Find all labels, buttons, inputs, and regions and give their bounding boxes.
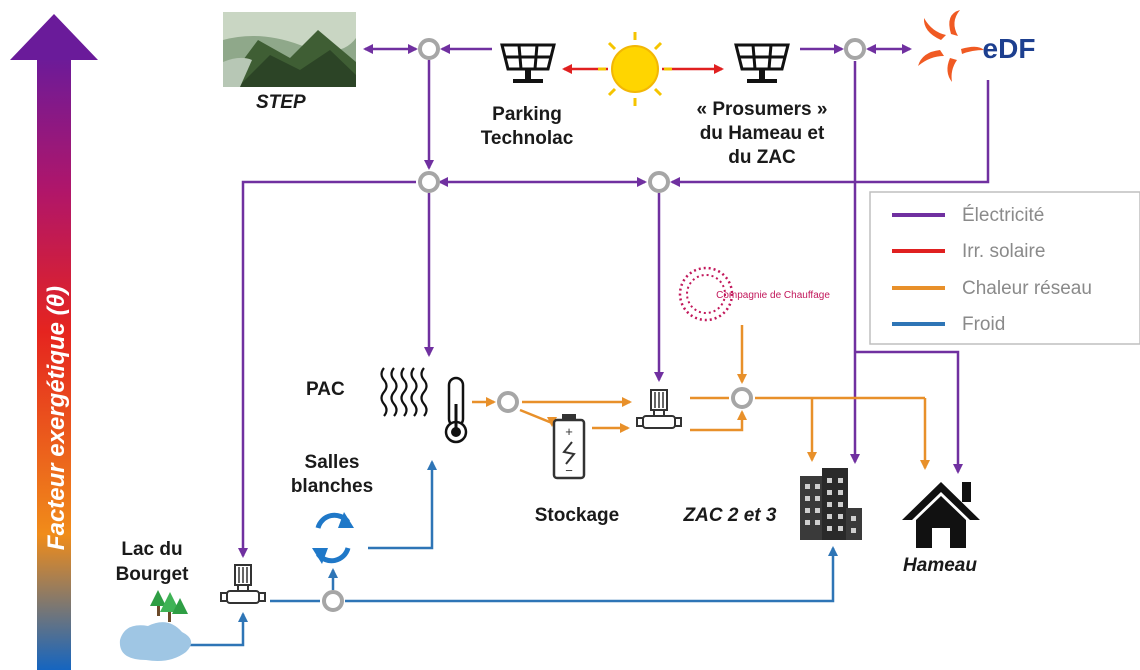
legend-item-cold: Froid xyxy=(892,314,1005,335)
hub-heat-split xyxy=(497,391,519,413)
heat-pump-circulator-icon xyxy=(636,389,682,429)
svg-text:−: − xyxy=(565,463,573,478)
legend-box xyxy=(869,191,1140,345)
lake-pump-icon xyxy=(220,564,266,604)
sun-icon xyxy=(598,32,672,106)
prosumers-label-line2: du Hameau et xyxy=(700,123,825,144)
compagnie-label: Compagnie de Chauffage xyxy=(716,290,830,301)
hub-edf xyxy=(844,38,866,60)
house-icon xyxy=(902,482,980,548)
step-label: STEP xyxy=(256,92,306,113)
legend-item-heat: Chaleur réseau xyxy=(892,278,1092,299)
edf-logo: eDF xyxy=(918,10,1035,82)
thermometer-icon xyxy=(444,376,468,444)
zac-buildings-icon xyxy=(800,468,862,540)
exergy-axis-label: Facteur exergétique (θ) xyxy=(43,286,70,550)
legend-label: Chaleur réseau xyxy=(962,278,1092,299)
compagnie-chauffage-logo: Compagnie de Chauffage xyxy=(678,266,830,322)
hub-step xyxy=(418,38,440,60)
legend: Électricité Irr. solaire Chaleur réseau … xyxy=(869,191,1140,345)
legend-label: Froid xyxy=(962,314,1005,335)
solar-panel-prosumers-icon xyxy=(734,43,790,85)
lake-icon xyxy=(119,590,192,661)
battery-storage-icon: + − xyxy=(552,414,586,480)
hub-heat-network xyxy=(731,387,753,409)
prosumers-label-line3: du ZAC xyxy=(728,147,796,168)
legend-item-solar: Irr. solaire xyxy=(892,241,1045,262)
legend-label: Irr. solaire xyxy=(962,241,1045,262)
legend-item-electricity: Électricité xyxy=(892,205,1044,226)
step-landscape-image xyxy=(223,12,356,87)
salles-label-line2: blanches xyxy=(291,476,373,497)
heat-waves-icon xyxy=(380,367,428,417)
hameau-label: Hameau xyxy=(903,555,977,576)
parking-label-line2: Technolac xyxy=(481,128,574,149)
legend-label: Électricité xyxy=(962,205,1044,226)
exergy-axis: Facteur exergétique (θ) xyxy=(10,14,98,670)
hub-pump-elec xyxy=(648,171,670,193)
salles-label-line1: Salles xyxy=(305,452,360,473)
pac-label: PAC xyxy=(306,379,345,400)
solar-panel-parking-icon xyxy=(500,43,556,85)
hub-cold xyxy=(322,590,344,612)
lac-label-line2: Bourget xyxy=(116,564,190,585)
lac-label-line1: Lac du xyxy=(121,539,182,560)
stockage-label: Stockage xyxy=(535,505,619,526)
exergy-axis-arrowhead xyxy=(10,14,98,60)
edf-logo-text: eDF xyxy=(983,33,1036,64)
parking-label-line1: Parking xyxy=(492,104,562,125)
hubs xyxy=(322,38,866,612)
prosumers-label-line1: « Prosumers » xyxy=(697,99,828,120)
zac-label: ZAC 2 et 3 xyxy=(683,505,777,526)
cooling-cycle-icon xyxy=(312,512,354,564)
hub-main xyxy=(418,171,440,193)
connections xyxy=(150,44,990,647)
exergy-axis-bar xyxy=(37,55,71,670)
svg-text:+: + xyxy=(565,424,573,439)
